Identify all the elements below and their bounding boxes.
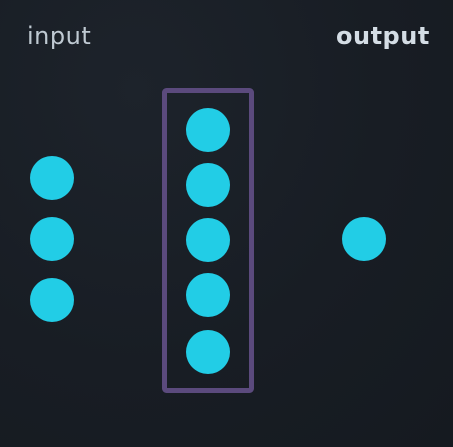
hidden-layer-box bbox=[162, 88, 254, 393]
nodes-group bbox=[30, 108, 386, 374]
hidden-node-3 bbox=[186, 218, 230, 262]
input-node-3 bbox=[30, 278, 74, 322]
hidden-node-1 bbox=[186, 108, 230, 152]
input-layer-label: input bbox=[27, 22, 92, 50]
hidden-node-5 bbox=[186, 330, 230, 374]
hidden-node-2 bbox=[186, 163, 230, 207]
input-node-2 bbox=[30, 217, 74, 261]
output-layer-label: output bbox=[336, 22, 430, 50]
input-node-1 bbox=[30, 156, 74, 200]
hidden-node-4 bbox=[186, 273, 230, 317]
output-node-1 bbox=[342, 217, 386, 261]
